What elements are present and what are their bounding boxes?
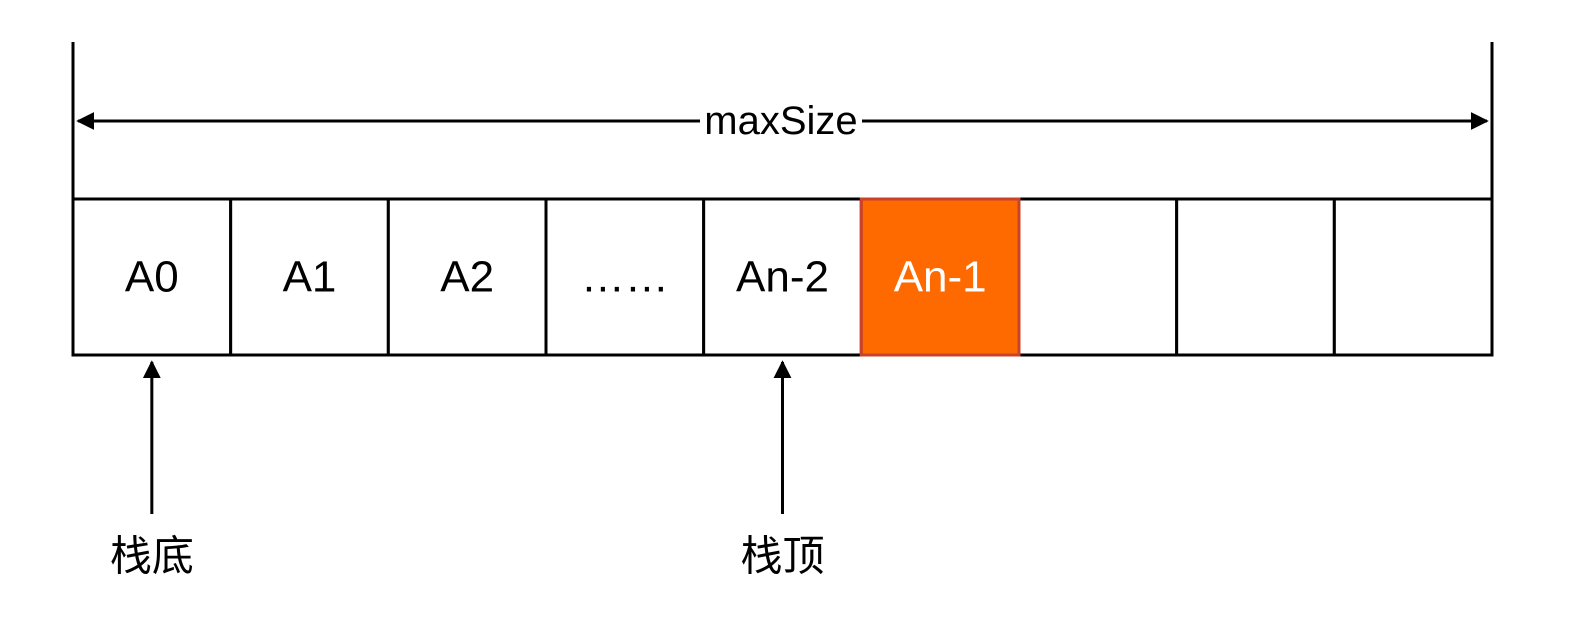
array-cells: A0 A1 A2 …… An-2 An-1 — [71, 197, 1494, 357]
stack-top-label: 栈顶 — [740, 532, 824, 581]
cell-label: A0 — [125, 253, 179, 302]
cell-label: A1 — [283, 253, 337, 302]
stack-bottom-label: 栈底 — [110, 532, 194, 581]
cell-label: An-2 — [736, 253, 829, 302]
cell-label: A2 — [440, 253, 494, 302]
array-cell — [229, 197, 390, 357]
dimension-label: maxSize — [704, 99, 857, 143]
cell-label: An-1 — [894, 253, 987, 302]
array-cell — [702, 197, 863, 357]
array-cell — [1175, 197, 1336, 357]
array-cell — [71, 197, 233, 357]
array-cell — [544, 197, 706, 357]
array-cell — [1332, 197, 1494, 357]
array-cell — [1017, 197, 1179, 357]
highlighted-cell — [859, 197, 1021, 357]
cell-label: …… — [581, 253, 669, 302]
array-cell — [386, 197, 548, 357]
